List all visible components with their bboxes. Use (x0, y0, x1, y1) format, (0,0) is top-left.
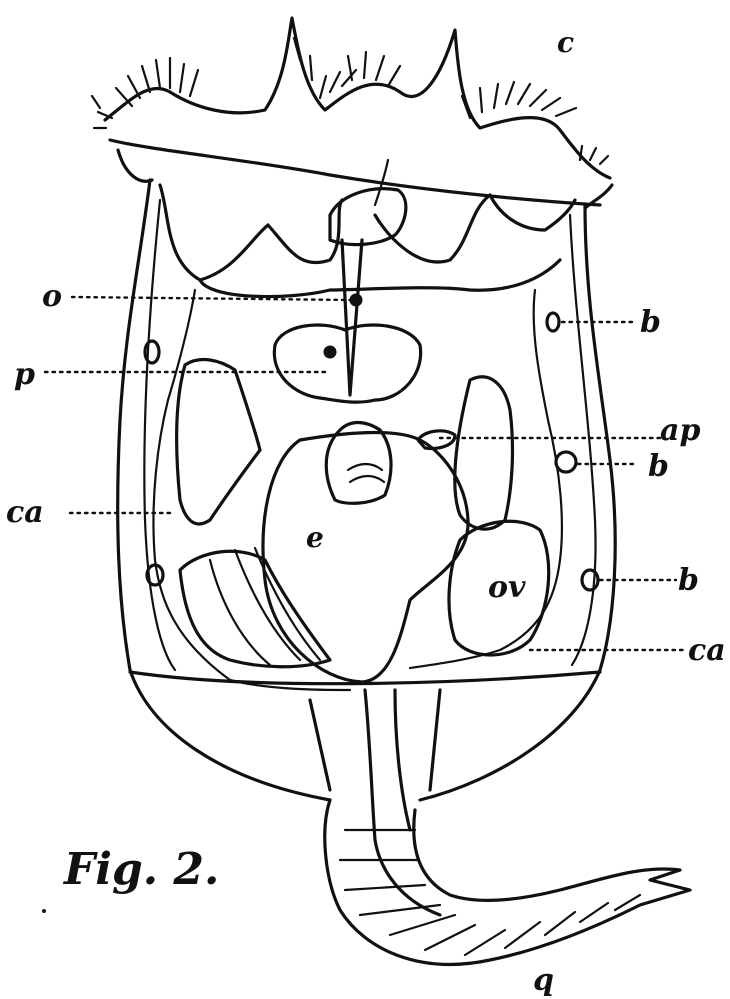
label-e: e (306, 521, 324, 554)
corona-lobes (160, 185, 575, 297)
leader-lines (45, 297, 686, 650)
corona (105, 18, 612, 208)
label-b-lower: b (678, 563, 699, 598)
stray-dot (42, 909, 46, 913)
label-q: q (533, 963, 554, 998)
label-c: c (557, 26, 574, 59)
label-o: o (42, 279, 62, 314)
label-ap: ap (660, 413, 700, 448)
label-b-middle: b (648, 449, 669, 484)
label-ca-left: ca (6, 495, 44, 530)
label-ca-right: ca (688, 633, 726, 668)
cilia (92, 38, 608, 164)
figure-caption: Fig. 2. (62, 844, 219, 895)
label-p: p (14, 357, 35, 392)
label-b-upper: b (640, 305, 661, 340)
label-ov: ov (488, 570, 526, 605)
leader-o (72, 297, 350, 300)
foot (310, 690, 690, 964)
internal-organs (145, 160, 598, 690)
